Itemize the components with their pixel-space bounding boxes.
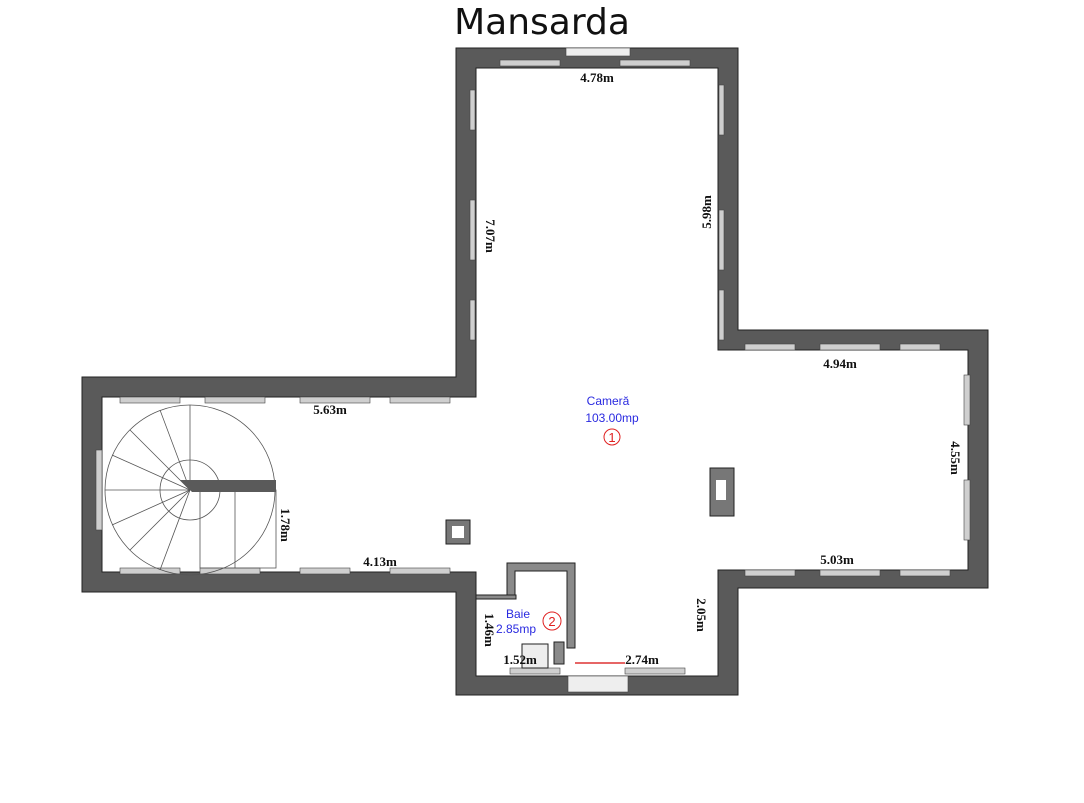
chimneys xyxy=(445,467,735,545)
dim-right: 4.55m xyxy=(948,441,963,475)
room-number: 1 xyxy=(608,430,615,445)
room-area: 2.85mp xyxy=(496,622,536,636)
room-name: Cameră xyxy=(587,394,630,408)
room-name: Baie xyxy=(506,607,530,621)
stair-wall xyxy=(180,480,276,492)
dim-left-bottom: 4.13m xyxy=(363,554,397,569)
windows xyxy=(95,47,971,693)
dim-stair: 1.78m xyxy=(278,508,293,542)
room-area: 103.00mp xyxy=(585,411,639,425)
dim-bath-side: 1.46m xyxy=(482,613,497,647)
dim-right-bottom: 5.03m xyxy=(820,552,854,567)
bathroom-walls xyxy=(475,562,576,669)
room-number-badge xyxy=(542,611,562,631)
dim-left-top: 5.63m xyxy=(313,402,347,417)
dim-bottom-mid: 2.74m xyxy=(625,652,659,667)
room-number-badge xyxy=(603,428,621,446)
dim-upper-right: 5.98m xyxy=(699,195,714,229)
dim-upper-left: 7.07m xyxy=(483,219,498,253)
dim-top: 4.78m xyxy=(580,70,614,85)
room-number: 2 xyxy=(548,614,555,629)
dim-bath-bottom: 1.52m xyxy=(503,652,537,667)
dim-right-top: 4.94m xyxy=(823,356,857,371)
walls xyxy=(81,47,989,696)
dim-bottom-right: 2.05m xyxy=(694,598,709,632)
plan-title: Mansarda xyxy=(454,2,630,43)
